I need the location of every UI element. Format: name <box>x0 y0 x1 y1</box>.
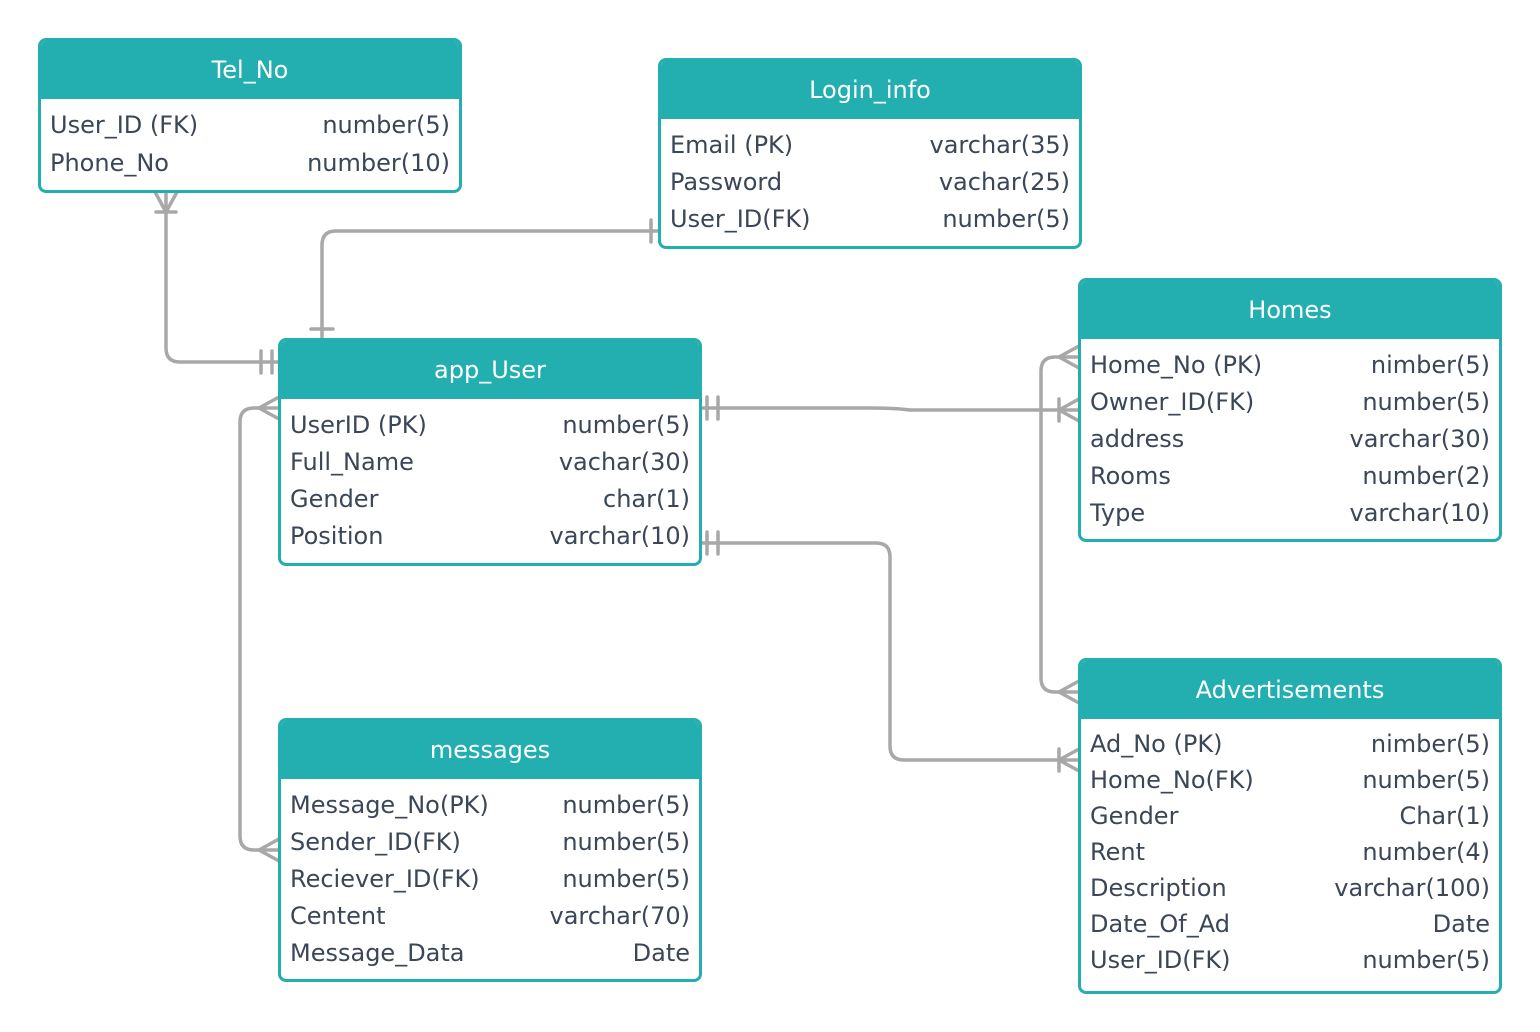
attribute-name: Sender_ID(FK) <box>290 827 461 856</box>
attribute-row: User_ID (FK) number(5) <box>50 106 450 144</box>
attribute-type: Date <box>1432 910 1490 938</box>
attribute-row: User_ID(FK) number(5) <box>670 200 1070 237</box>
attribute-type: varchar(30) <box>1349 424 1491 453</box>
attribute-row: Ad_No (PK) nimber(5) <box>1090 726 1490 762</box>
attribute-row: Message_Data Date <box>290 934 690 971</box>
attribute-row: Centent varchar(70) <box>290 897 690 934</box>
entity-app-user[interactable]: app_User UserID (PK) number(5) Full_Name… <box>278 338 702 566</box>
attribute-name: Home_No(FK) <box>1090 766 1254 794</box>
attribute-name: Ad_No (PK) <box>1090 730 1223 758</box>
attribute-row: Password vachar(25) <box>670 163 1070 200</box>
attribute-type: Char(1) <box>1399 802 1490 830</box>
entity-title: Tel_No <box>41 41 459 99</box>
attribute-name: Email (PK) <box>670 130 794 159</box>
attribute-type: number(5) <box>1362 766 1490 794</box>
attribute-name: Description <box>1090 874 1227 902</box>
attribute-name: Type <box>1090 498 1146 527</box>
attribute-row: address varchar(30) <box>1090 420 1490 457</box>
attribute-type: number(5) <box>562 827 690 856</box>
entity-messages[interactable]: messages Message_No(PK) number(5) Sender… <box>278 718 702 982</box>
attribute-row: Gender Char(1) <box>1090 798 1490 834</box>
attribute-row: Email (PK) varchar(35) <box>670 126 1070 163</box>
entity-title: app_User <box>281 341 699 399</box>
attribute-row: Rooms number(2) <box>1090 457 1490 494</box>
entity-title: Advertisements <box>1081 661 1499 719</box>
entity-homes[interactable]: Homes Home_No (PK) nimber(5) Owner_ID(FK… <box>1078 278 1502 542</box>
attribute-name: Full_Name <box>290 447 414 476</box>
attribute-type: number(2) <box>1362 461 1490 490</box>
attribute-row: Description varchar(100) <box>1090 870 1490 906</box>
attribute-row: Full_Name vachar(30) <box>290 443 690 480</box>
attribute-name: Password <box>670 167 783 196</box>
attribute-name: Date_Of_Ad <box>1090 910 1230 938</box>
attribute-type: number(5) <box>1362 387 1490 416</box>
attribute-type: varchar(100) <box>1334 874 1490 902</box>
attribute-type: number(5) <box>562 790 690 819</box>
attribute-row: UserID (PK) number(5) <box>290 406 690 443</box>
attribute-name: Position <box>290 521 384 550</box>
attribute-type: vachar(25) <box>938 167 1070 196</box>
attribute-type: number(4) <box>1362 838 1490 866</box>
attribute-name: address <box>1090 424 1185 453</box>
attribute-name: Message_Data <box>290 938 465 967</box>
attribute-name: Home_No (PK) <box>1090 350 1263 379</box>
attribute-type: nimber(5) <box>1370 350 1490 379</box>
attribute-row: Reciever_ID(FK) number(5) <box>290 860 690 897</box>
attribute-row: Sender_ID(FK) number(5) <box>290 823 690 860</box>
attribute-row: Owner_ID(FK) number(5) <box>1090 383 1490 420</box>
attribute-type: vachar(30) <box>558 447 690 476</box>
attribute-type: number(5) <box>562 864 690 893</box>
attribute-row: Position varchar(10) <box>290 517 690 554</box>
attribute-name: Rooms <box>1090 461 1171 490</box>
entity-title: messages <box>281 721 699 779</box>
attribute-type: varchar(70) <box>549 901 691 930</box>
attribute-row: Gender char(1) <box>290 480 690 517</box>
attribute-name: Owner_ID(FK) <box>1090 387 1255 416</box>
connector-app-user-homes <box>698 395 1081 423</box>
attribute-type: number(5) <box>322 111 450 139</box>
attribute-type: Date <box>632 938 690 967</box>
attribute-row: Message_No(PK) number(5) <box>290 786 690 823</box>
attribute-name: UserID (PK) <box>290 410 427 439</box>
connector-app-user-advertisements <box>698 530 1081 773</box>
attribute-name: User_ID (FK) <box>50 111 199 139</box>
attribute-row: Home_No(FK) number(5) <box>1090 762 1490 798</box>
attribute-name: Centent <box>290 901 386 930</box>
attribute-name: Reciever_ID(FK) <box>290 864 480 893</box>
connector-tel-no-app-user <box>153 190 281 375</box>
attribute-type: char(1) <box>603 484 690 513</box>
connector-homes-advertisements <box>1039 344 1081 705</box>
attribute-row: User_ID(FK) number(5) <box>1090 942 1490 978</box>
attribute-type: number(10) <box>307 149 450 177</box>
entity-title: Homes <box>1081 281 1499 339</box>
entity-title: Login_info <box>661 61 1079 119</box>
attribute-type: nimber(5) <box>1370 730 1490 758</box>
attribute-row: Date_Of_Ad Date <box>1090 906 1490 942</box>
attribute-name: Rent <box>1090 838 1145 866</box>
attribute-type: number(5) <box>562 410 690 439</box>
attribute-name: Gender <box>1090 802 1179 830</box>
attribute-row: Phone_No number(10) <box>50 144 450 182</box>
attribute-row: Type varchar(10) <box>1090 494 1490 531</box>
connector-login-info-app-user <box>309 218 661 340</box>
attribute-name: User_ID(FK) <box>670 204 811 233</box>
attribute-name: User_ID(FK) <box>1090 946 1231 974</box>
attribute-type: varchar(35) <box>929 130 1071 159</box>
connector-app-user-messages <box>238 395 281 863</box>
attribute-name: Gender <box>290 484 379 513</box>
attribute-row: Home_No (PK) nimber(5) <box>1090 346 1490 383</box>
attribute-type: varchar(10) <box>549 521 691 550</box>
attribute-type: number(5) <box>942 204 1070 233</box>
entity-tel-no[interactable]: Tel_No User_ID (FK) number(5) Phone_No n… <box>38 38 462 193</box>
attribute-type: varchar(10) <box>1349 498 1491 527</box>
entity-login-info[interactable]: Login_info Email (PK) varchar(35) Passwo… <box>658 58 1082 249</box>
attribute-row: Rent number(4) <box>1090 834 1490 870</box>
attribute-name: Message_No(PK) <box>290 790 489 819</box>
entity-advertisements[interactable]: Advertisements Ad_No (PK) nimber(5) Home… <box>1078 658 1502 994</box>
attribute-name: Phone_No <box>50 149 169 177</box>
attribute-type: number(5) <box>1362 946 1490 974</box>
